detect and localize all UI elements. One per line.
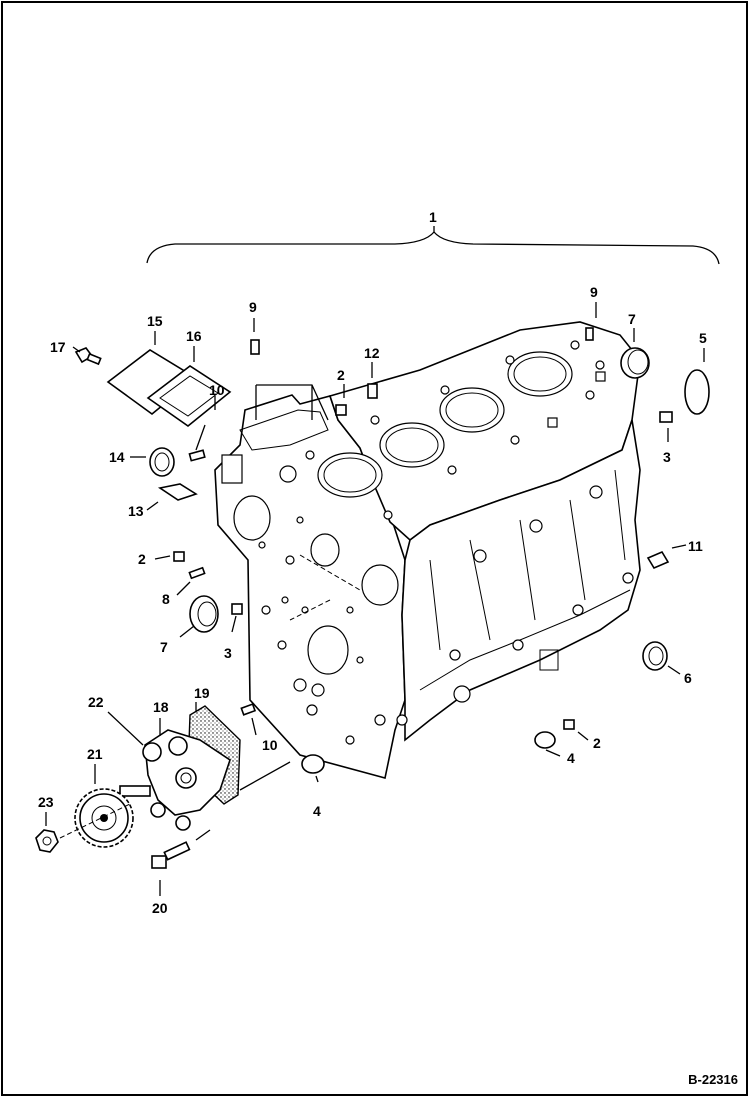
callout-14: 14 xyxy=(109,449,125,465)
callout-4: 4 xyxy=(567,750,575,766)
part-9-pin-left xyxy=(250,339,260,355)
part-4-cap-lower xyxy=(301,754,325,774)
part-11-pin xyxy=(646,550,670,570)
cylinder-block xyxy=(214,321,641,779)
part-10-pin-upper xyxy=(188,449,206,462)
callout-3: 3 xyxy=(224,645,232,661)
part-8-pin xyxy=(188,566,206,580)
part-2-plug-left xyxy=(173,551,185,562)
callout-2: 2 xyxy=(593,735,601,751)
part-12-dowel xyxy=(367,383,378,399)
part-3-plug-left xyxy=(231,603,243,615)
callout-19: 19 xyxy=(194,685,210,701)
callout-17: 17 xyxy=(50,339,66,355)
callout-3: 3 xyxy=(663,449,671,465)
callout-11: 11 xyxy=(688,538,703,554)
part-7-seal-left xyxy=(189,595,219,633)
part-21-gear xyxy=(74,788,134,848)
part-6-seal xyxy=(642,641,668,671)
drawing-number: B-22316 xyxy=(688,1072,738,1087)
oil-pump-assembly xyxy=(35,705,241,869)
part-5-plug xyxy=(684,369,710,415)
callout-10: 10 xyxy=(262,737,278,753)
callout-6: 6 xyxy=(684,670,692,686)
part-16-gasket xyxy=(146,365,232,428)
callout-22: 22 xyxy=(88,694,104,710)
part-23-nut xyxy=(35,829,59,853)
callout-13: 13 xyxy=(128,503,144,519)
part-7-cap-top xyxy=(620,347,650,379)
part-17-bolt xyxy=(74,347,102,366)
callout-12: 12 xyxy=(364,345,380,361)
callout-7: 7 xyxy=(160,639,168,655)
callout-15: 15 xyxy=(147,313,163,329)
callout-1: 1 xyxy=(429,209,437,225)
callout-2: 2 xyxy=(138,551,146,567)
callout-16: 16 xyxy=(186,328,202,344)
part-4-cap-right xyxy=(534,731,556,749)
callout-2: 2 xyxy=(337,367,345,383)
part-20-bolt xyxy=(151,841,191,869)
callout-10: 10 xyxy=(209,382,225,398)
callout-23: 23 xyxy=(38,794,54,810)
callout-18: 18 xyxy=(153,699,169,715)
part-9-pin-right xyxy=(585,327,594,341)
callout-9: 9 xyxy=(590,284,598,300)
callout-21: 21 xyxy=(87,746,103,762)
part-10-pin-lower xyxy=(240,703,257,716)
part-2-plug-top xyxy=(335,404,347,416)
part-13-stud xyxy=(157,483,198,501)
callout-labels: 1 2 2 2 3 3 4 4 5 6 7 7 8 9 9 10 10 11 1… xyxy=(38,209,707,916)
assembly-centerline xyxy=(59,554,361,839)
part-2-plug-lower-right xyxy=(563,719,575,730)
callout-20: 20 xyxy=(152,900,168,916)
callout-8: 8 xyxy=(162,591,170,607)
callout-4: 4 xyxy=(313,803,321,819)
callout-5: 5 xyxy=(699,330,707,346)
leader-lines xyxy=(45,302,705,896)
callout-7: 7 xyxy=(628,311,636,327)
part-14-bushing xyxy=(149,447,175,477)
part-3-plug-right xyxy=(659,411,673,423)
callout-9: 9 xyxy=(249,299,257,315)
assembly-brace xyxy=(146,230,720,265)
